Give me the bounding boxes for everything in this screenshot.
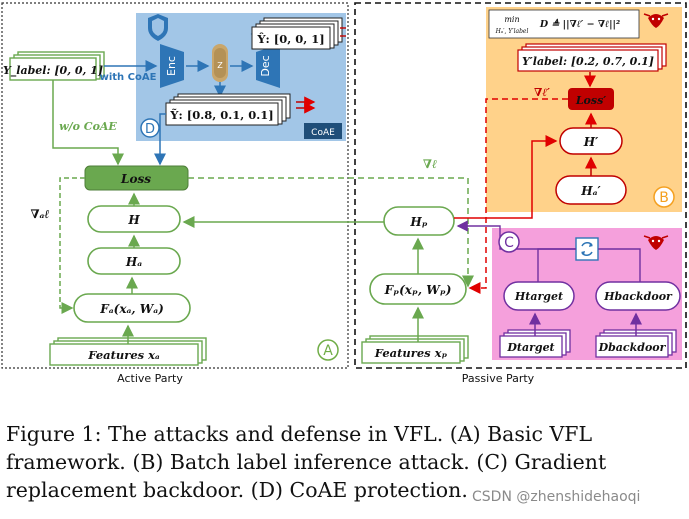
caption-line-3: replacement backdoor. (D) CoAE protectio… — [6, 478, 468, 502]
h-target-box — [503, 281, 575, 311]
decoder-block: Dec — [256, 44, 280, 88]
wo-coae-label: w/o CoAE — [59, 120, 117, 133]
dec-label: Dec — [259, 55, 272, 76]
circle-c — [498, 231, 520, 253]
with-coae-label: with CoAE — [100, 72, 157, 83]
formula-box: min Hₐ′, Y′label D ≜ ||∇ℓ′ − ∇ℓ||² — [488, 9, 640, 39]
y-hat-text: Ŷ: [0, 0, 1] — [256, 32, 324, 46]
formula-body: D ≜ ||∇ℓ′ − ∇ℓ||² — [539, 18, 620, 30]
circle-b — [653, 186, 675, 208]
loss-text: Loss — [120, 172, 151, 186]
circle-a — [317, 339, 339, 361]
grad-a-label: ∇ₐℓ — [30, 207, 49, 221]
encoder-block: Enc — [160, 44, 184, 88]
y-label-prime-box: Y′label: [0.2, 0.7, 0.1] — [517, 43, 667, 72]
y-label-prime-text: Y′label: [0.2, 0.7, 0.1] — [522, 55, 654, 68]
grad-label: ∇ℓ — [423, 157, 437, 171]
circle-d-label: D — [145, 122, 155, 137]
latent-z-icon: Z — [212, 44, 228, 82]
figure-caption: Figure 1: The attacks and defense in VFL… — [6, 420, 686, 504]
swap-icon — [575, 237, 599, 261]
enc-label: Enc — [165, 56, 178, 76]
circle-c-label: C — [504, 235, 514, 251]
fa-text: Fₐ(xₐ, Wₐ) — [99, 302, 164, 316]
d-backdoor-text: Dbackdoor — [598, 341, 667, 354]
circle-d — [140, 118, 160, 138]
caption-line-2: framework. (B) Batch label inference att… — [6, 450, 607, 474]
caption-line-1: Figure 1: The attacks and defense in VFL… — [6, 422, 593, 446]
y-label-box: Y_label: [0, 0, 1] — [3, 51, 105, 81]
watermark: CSDN @zhenshidehaoqi — [472, 489, 641, 505]
y-tilde-box: Ỹ: [0.8, 0.1, 0.1] — [165, 93, 291, 126]
ha-prime-text: Hₐ′ — [580, 184, 601, 198]
features-xa-text: Features xₐ — [87, 348, 160, 362]
y-tilde-text: Ỹ: [0.8, 0.1, 0.1] — [169, 108, 273, 122]
devil-icon-c — [643, 235, 669, 250]
grad-prime-label: ∇ℓ′ — [534, 86, 550, 99]
shield-icon — [148, 14, 168, 41]
hp-text: Hₚ — [409, 215, 427, 229]
active-party-label: Active Party — [117, 372, 183, 385]
h-text: H — [127, 213, 140, 227]
z-label: Z — [217, 61, 223, 70]
fp-text: Fₚ(xₚ, Wₚ) — [384, 283, 452, 297]
d-target-text: Dtarget — [506, 341, 554, 354]
h-target-text: Htarget — [514, 290, 563, 303]
h-prime-text: H′ — [583, 135, 599, 149]
d-target-box: Dtarget — [499, 329, 571, 358]
passive-party-label: Passive Party — [462, 372, 535, 385]
circle-b-label: B — [659, 190, 669, 206]
h-backdoor-box — [595, 281, 681, 311]
d-backdoor-box: Dbackdoor — [595, 329, 677, 358]
features-xp-box: Features xₚ — [361, 335, 469, 364]
loss-prime-text: Loss′ — [575, 94, 606, 107]
y-label-text: Y_label: [0, 0, 1] — [3, 64, 103, 78]
devil-icon — [643, 13, 669, 28]
formula-min: min — [504, 15, 519, 24]
loss-prime-box — [568, 88, 614, 110]
formula-sub: Hₐ′, Y′label — [495, 28, 529, 35]
y-hat-box: Ŷ: [0, 0, 1] — [251, 17, 343, 50]
ha-text: Hₐ — [125, 255, 142, 269]
coae-tag-bg — [304, 123, 342, 139]
hp-box — [383, 206, 455, 236]
h-backdoor-text: Hbackdoor — [603, 290, 673, 303]
circle-a-label: A — [323, 343, 333, 359]
features-xp-text: Features xₚ — [374, 346, 448, 360]
coae-tag: CoAE — [311, 128, 335, 138]
